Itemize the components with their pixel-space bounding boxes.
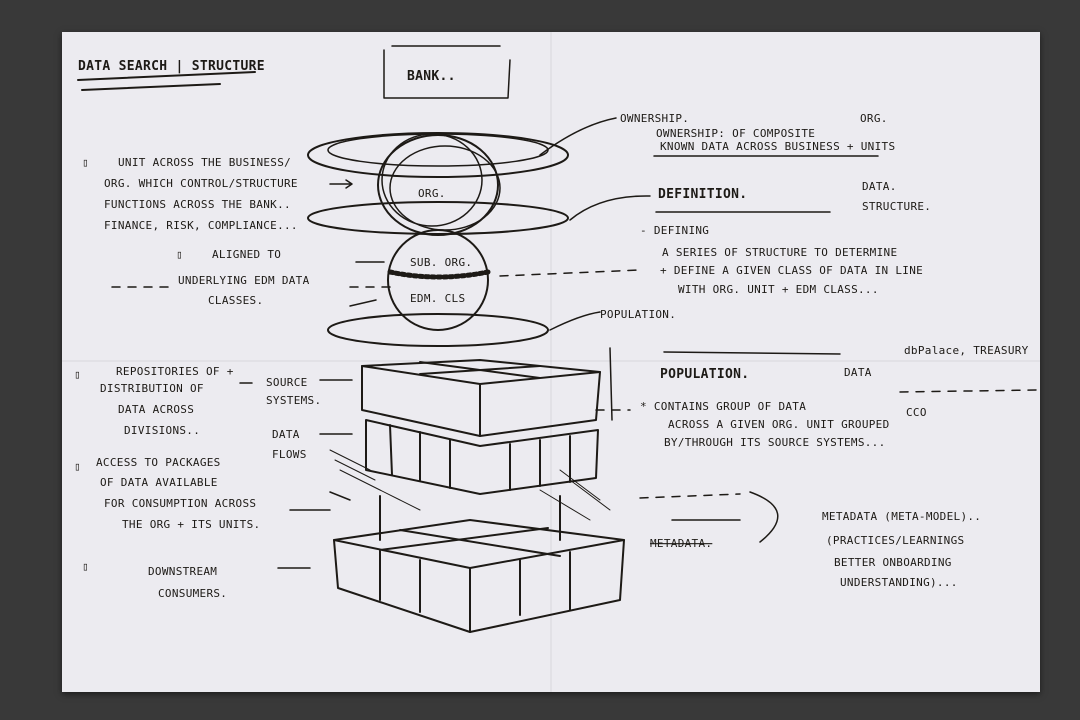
sphere-sub-org-label: SUB. ORG. — [410, 256, 472, 269]
svg-text:UNDERLYING EDM DATA: UNDERLYING EDM DATA — [178, 274, 310, 287]
svg-text:+ DEFINE A GIVEN CLASS OF DATA: + DEFINE A GIVEN CLASS OF DATA IN LINE — [660, 264, 923, 277]
svg-text:DIVISIONS..: DIVISIONS.. — [124, 424, 200, 437]
svg-text:OWNERSHIP.: OWNERSHIP. — [620, 112, 689, 125]
svg-text:DEFINITION.: DEFINITION. — [658, 187, 747, 202]
svg-text:DATA: DATA — [272, 428, 300, 441]
bank-label: BANK.. — [407, 69, 456, 84]
population-pointer-label: POPULATION. — [600, 308, 676, 321]
svg-text:METADATA (META-MODEL)..: METADATA (META-MODEL).. — [822, 510, 981, 523]
svg-text:CCO: CCO — [906, 406, 927, 419]
svg-text:(PRACTICES/LEARNINGS: (PRACTICES/LEARNINGS — [826, 534, 964, 547]
svg-text:DATA.: DATA. — [862, 180, 897, 193]
svg-text:A SERIES OF STRUCTURE TO DETER: A SERIES OF STRUCTURE TO DETERMINE — [662, 246, 897, 259]
arrow-icon — [239, 379, 353, 569]
dashed-line — [595, 389, 1037, 499]
bullet-icon: ▯ — [176, 248, 183, 261]
svg-text:UNIT ACROSS THE BUSINESS/: UNIT ACROSS THE BUSINESS/ — [118, 156, 291, 169]
svg-text:DISTRIBUTION OF: DISTRIBUTION OF — [100, 382, 204, 395]
arrow-icon — [329, 179, 353, 189]
arrow-icon — [349, 261, 385, 307]
pointer-line — [539, 117, 651, 331]
svg-text:FOR CONSUMPTION ACROSS: FOR CONSUMPTION ACROSS — [104, 497, 256, 510]
svg-text:BETTER ONBOARDING: BETTER ONBOARDING — [834, 556, 952, 569]
sphere-org-label: ORG. — [418, 187, 446, 200]
svg-text:OF DATA AVAILABLE: OF DATA AVAILABLE — [100, 476, 218, 489]
svg-text:* CONTAINS GROUP OF DATA: * CONTAINS GROUP OF DATA — [640, 400, 806, 413]
svg-text:POPULATION.: POPULATION. — [660, 367, 749, 382]
sphere-edm-class-label: EDM. CLS — [410, 292, 465, 305]
paper-fold — [62, 360, 1040, 362]
svg-text:ORG. WHICH CONTROL/STRUCTURE: ORG. WHICH CONTROL/STRUCTURE — [104, 177, 298, 190]
downstream-block — [333, 495, 625, 633]
sketch-paper — [62, 32, 1040, 692]
svg-text:ORG.: ORG. — [860, 112, 888, 125]
svg-text:STRUCTURE.: STRUCTURE. — [862, 200, 931, 213]
svg-text:WITH ORG. UNIT + EDM CLASS...: WITH ORG. UNIT + EDM CLASS... — [678, 283, 879, 296]
bullet-icon: ▯ — [74, 368, 81, 381]
svg-text:METADATA.: METADATA. — [650, 537, 712, 550]
bullet-icon: ▯ — [74, 460, 81, 473]
source-systems-block — [361, 359, 601, 495]
sketch-title: DATA SEARCH | STRUCTURE — [78, 59, 265, 74]
access-note: ACCESS TO PACKAGES OF DATA AVAILABLE FOR… — [96, 456, 260, 531]
bank-box — [383, 45, 511, 99]
svg-text:CONSUMERS.: CONSUMERS. — [158, 587, 227, 600]
svg-text:SYSTEMS.: SYSTEMS. — [266, 394, 321, 407]
svg-text:CLASSES.: CLASSES. — [208, 294, 263, 307]
repositories-note: REPOSITORIES OF + DISTRIBUTION OF DATA A… — [100, 365, 234, 437]
svg-text:OWNERSHIP: OF COMPOSITE: OWNERSHIP: OF COMPOSITE — [656, 127, 815, 140]
svg-text:DOWNSTREAM: DOWNSTREAM — [148, 565, 217, 578]
population-note: POPULATION. DATA dbPalace, TREASURY * CO… — [640, 344, 1029, 449]
svg-text:ACROSS A GIVEN ORG. UNIT GROUP: ACROSS A GIVEN ORG. UNIT GROUPED — [668, 418, 890, 431]
svg-text:FUNCTIONS ACROSS THE BANK..: FUNCTIONS ACROSS THE BANK.. — [104, 198, 291, 211]
svg-text:SOURCE: SOURCE — [266, 376, 308, 389]
svg-text:FINANCE, RISK, COMPLIANCE...: FINANCE, RISK, COMPLIANCE... — [104, 219, 298, 232]
loop-arrow — [329, 491, 779, 543]
bullet-icon: ▯ — [82, 560, 89, 573]
underline — [609, 347, 841, 421]
svg-text:DATA: DATA — [844, 366, 872, 379]
svg-text:BY/THROUGH ITS SOURCE SYSTEMS.: BY/THROUGH ITS SOURCE SYSTEMS... — [664, 436, 886, 449]
ownership-note: OWNERSHIP. ORG. OWNERSHIP: OF COMPOSITE … — [620, 112, 895, 153]
svg-text:- DEFINING: - DEFINING — [640, 224, 709, 237]
title-underline — [77, 71, 256, 91]
svg-text:DATA ACROSS: DATA ACROSS — [118, 403, 194, 416]
definition-note: DEFINITION. DATA. STRUCTURE. - DEFINING … — [640, 180, 931, 296]
svg-text:THE ORG + ITS UNITS.: THE ORG + ITS UNITS. — [122, 518, 260, 531]
metadata-note: METADATA. METADATA (META-MODEL).. (PRACT… — [650, 510, 981, 589]
downstream-note: DOWNSTREAM CONSUMERS. — [148, 565, 227, 600]
aligned-note: ALIGNED TO UNDERLYING EDM DATA CLASSES. — [178, 248, 310, 307]
dashed-line — [499, 269, 641, 277]
svg-text:KNOWN DATA ACROSS BUSINESS + U: KNOWN DATA ACROSS BUSINESS + UNITS — [660, 140, 895, 153]
svg-text:ALIGNED TO: ALIGNED TO — [212, 248, 281, 261]
org-unit-note: UNIT ACROSS THE BUSINESS/ ORG. WHICH CON… — [104, 156, 298, 232]
org-sphere — [307, 132, 569, 347]
data-flow-hatching — [329, 449, 611, 521]
svg-text:FLOWS: FLOWS — [272, 448, 307, 461]
svg-text:ACCESS TO PACKAGES: ACCESS TO PACKAGES — [96, 456, 221, 469]
svg-text:dbPalace, TREASURY: dbPalace, TREASURY — [904, 344, 1029, 357]
paper-fold — [550, 32, 552, 692]
svg-text:UNDERSTANDING)...: UNDERSTANDING)... — [840, 576, 958, 589]
svg-text:REPOSITORIES OF +: REPOSITORIES OF + — [116, 365, 234, 378]
stack-labels: SOURCE SYSTEMS. DATA FLOWS — [266, 376, 321, 461]
bullet-icon: ▯ — [82, 156, 89, 169]
